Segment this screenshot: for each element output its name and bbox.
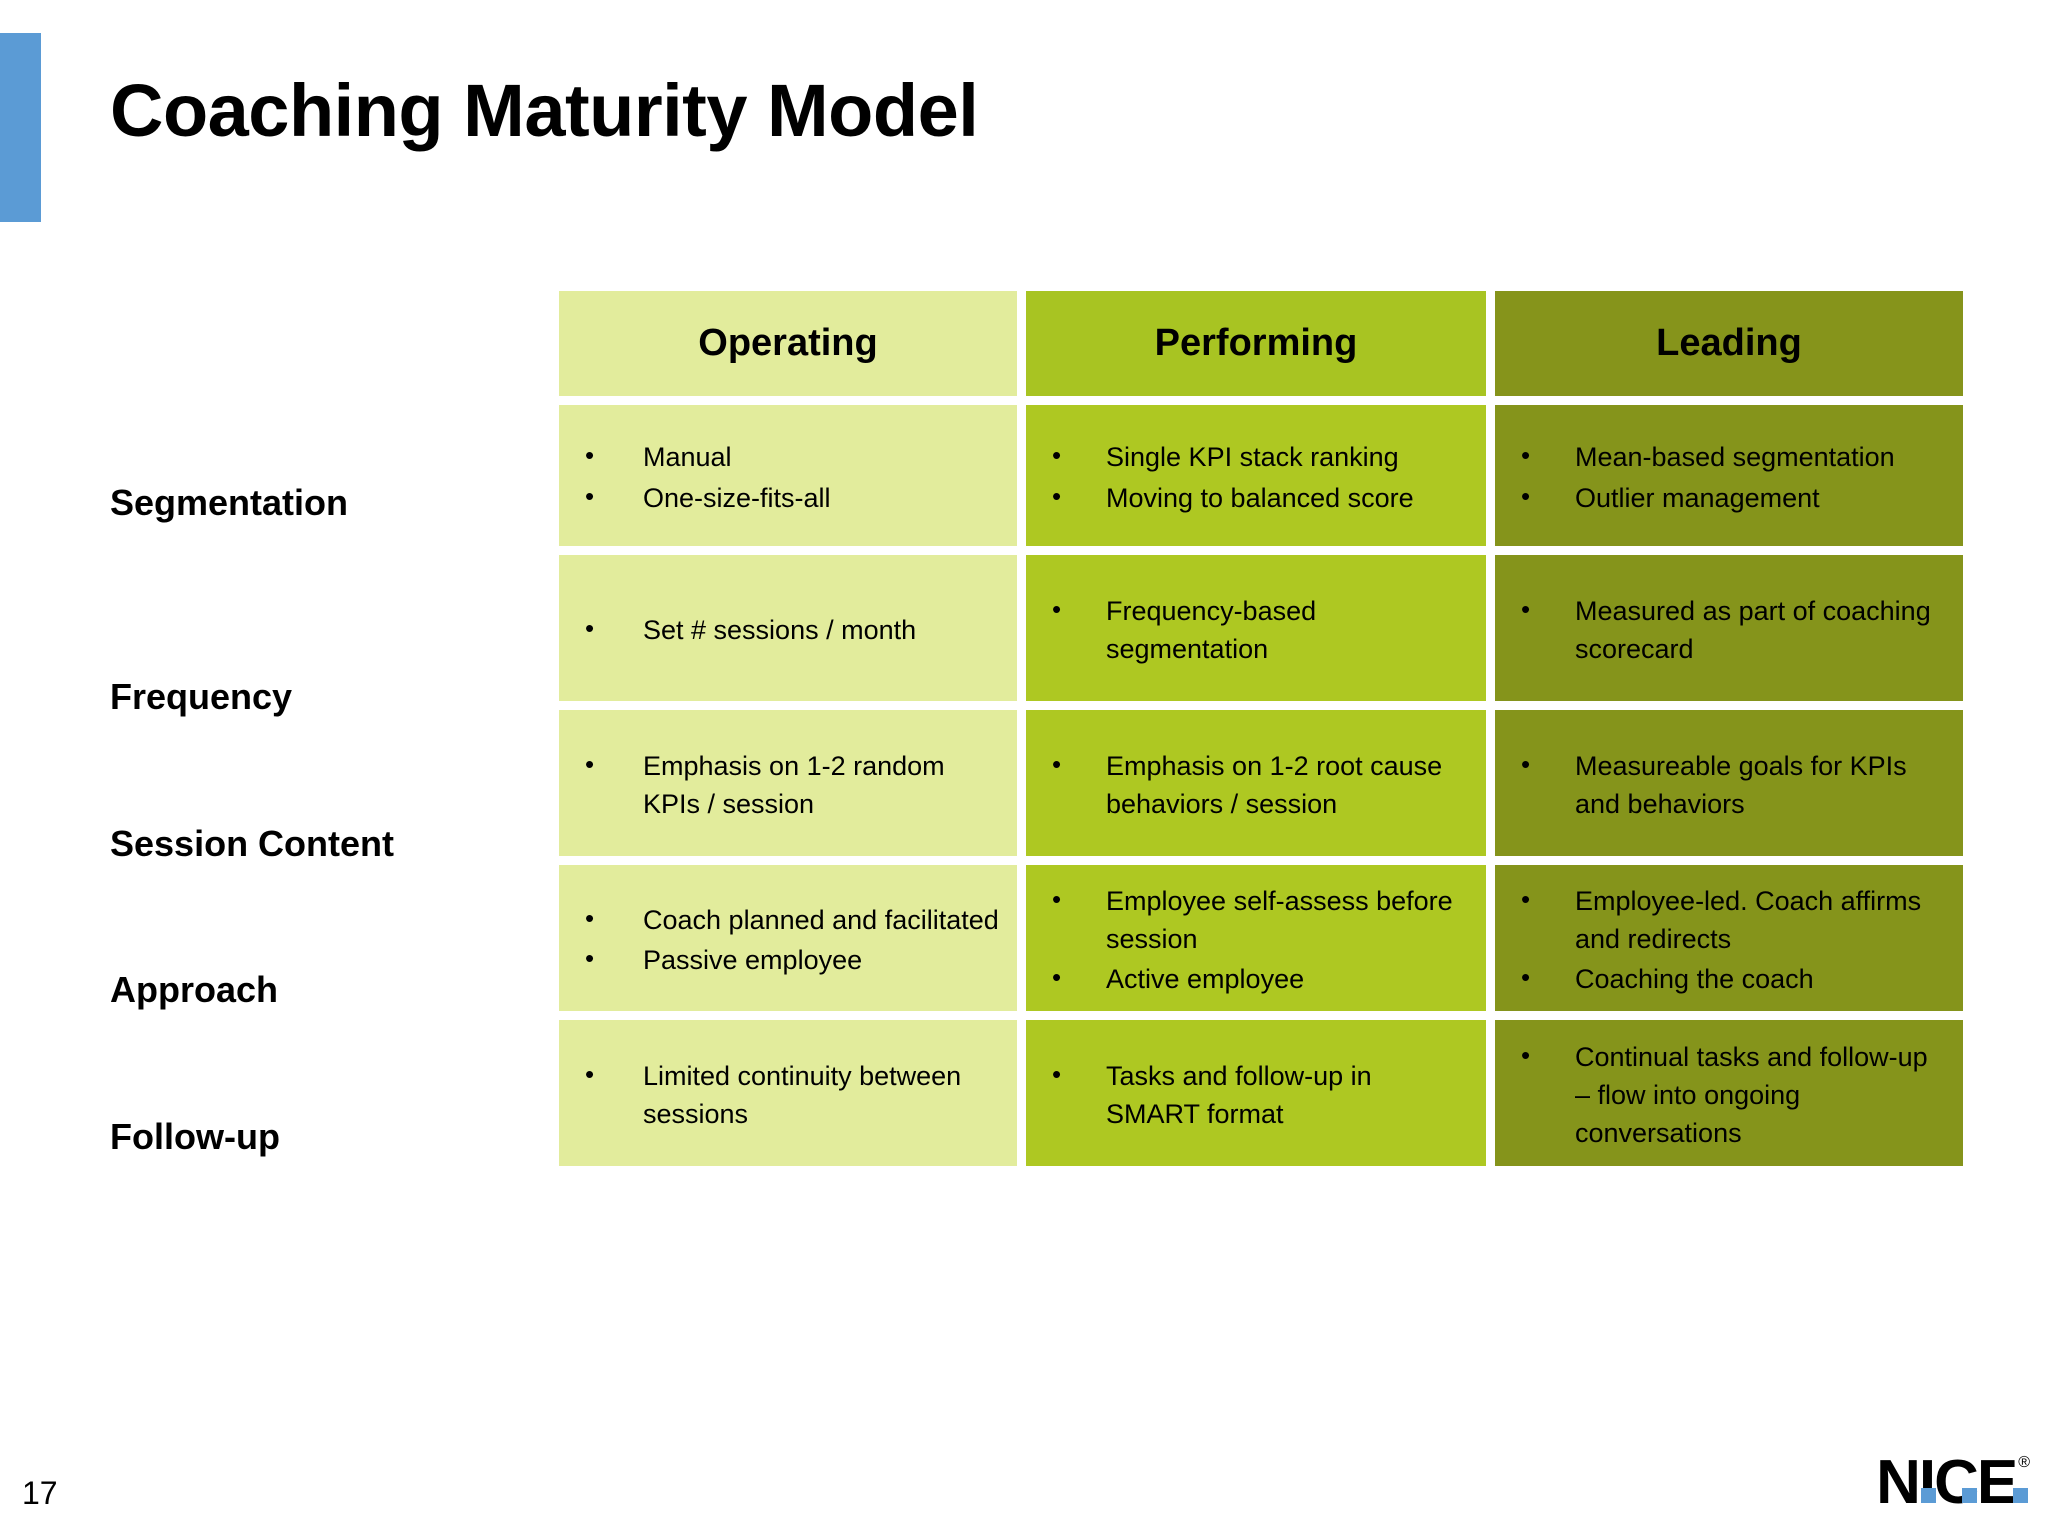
page-title: Coaching Maturity Model (110, 69, 979, 152)
nice-wordmark-label: NICE (1876, 1448, 2018, 1517)
bullet-list: Employee-led. Coach affirms and redirect… (1509, 881, 1949, 1001)
bullet-list: Set # sessions / month (573, 610, 1003, 651)
column-header-performing: Performing (1026, 291, 1486, 396)
row-label-segmentation: Segmentation (110, 482, 349, 523)
bullet-list: Emphasis on 1-2 root cause behaviors / s… (1040, 746, 1472, 826)
cell-segmentation-performing: Single KPI stack ranking Moving to balan… (1026, 405, 1486, 546)
nice-wordmark-text: NICE (1876, 1452, 2029, 1514)
maturity-matrix: Operating Performing Leading Manual One-… (559, 291, 1963, 1166)
nice-logo: NICE ® (1876, 1452, 2030, 1514)
bullet-list: Measureable goals for KPIs and behaviors (1509, 746, 1949, 826)
bullet-item: Moving to balanced score (1040, 477, 1472, 517)
cell-segmentation-leading: Mean-based segmentation Outlier manageme… (1495, 405, 1963, 546)
cell-approach-operating: Coach planned and facilitated Passive em… (559, 865, 1017, 1011)
column-header-operating: Operating (559, 291, 1017, 396)
bullet-item: Tasks and follow-up in SMART format (1040, 1056, 1472, 1134)
bullet-list: Employee self-assess before session Acti… (1040, 881, 1472, 1001)
bullet-item: Manual (573, 437, 1003, 476)
bullet-item: Continual tasks and follow-up – flow int… (1509, 1037, 1949, 1153)
cell-follow-up-leading: Continual tasks and follow-up – flow int… (1495, 1020, 1963, 1166)
matrix-row-approach: Coach planned and facilitated Passive em… (559, 865, 1963, 1011)
matrix-row-session-content: Emphasis on 1-2 random KPIs / session Em… (559, 710, 1963, 856)
bullet-item: Emphasis on 1-2 root cause behaviors / s… (1040, 746, 1472, 824)
bullet-item: Emphasis on 1-2 random KPIs / session (573, 746, 1003, 824)
column-header-label: Performing (1154, 322, 1358, 364)
cell-session-content-performing: Emphasis on 1-2 root cause behaviors / s… (1026, 710, 1486, 856)
matrix-row-segmentation: Manual One-size-fits-all Single KPI stac… (559, 405, 1963, 546)
bullet-list: Limited continuity between sessions (573, 1056, 1003, 1136)
bullet-item: Single KPI stack ranking (1040, 437, 1472, 476)
bullet-list: Manual One-size-fits-all (573, 437, 1003, 519)
bullet-item: One-size-fits-all (573, 477, 1003, 517)
bullet-item: Active employee (1040, 959, 1472, 998)
bullet-item: Measureable goals for KPIs and behaviors (1509, 746, 1949, 824)
bullet-item: Coach planned and facilitated (573, 900, 1003, 939)
row-label-frequency: Frequency (110, 676, 293, 717)
cell-frequency-leading: Measured as part of coaching scorecard (1495, 555, 1963, 701)
matrix-header-row: Operating Performing Leading (559, 291, 1963, 396)
column-header-leading: Leading (1495, 291, 1963, 396)
cell-follow-up-performing: Tasks and follow-up in SMART format (1026, 1020, 1486, 1166)
title-accent-bar (0, 33, 41, 222)
bullet-item: Mean-based segmentation (1509, 437, 1949, 476)
row-label-approach: Approach (110, 969, 279, 1010)
bullet-item: Outlier management (1509, 477, 1949, 517)
row-label-session-content: Session Content (110, 823, 395, 864)
logo-square-icon (1921, 1488, 1937, 1503)
cell-frequency-operating: Set # sessions / month (559, 555, 1017, 701)
bullet-item: Coaching the coach (1509, 959, 1949, 998)
logo-square-icon (2013, 1488, 2029, 1503)
cell-follow-up-operating: Limited continuity between sessions (559, 1020, 1017, 1166)
registered-trademark-icon: ® (2018, 1454, 2030, 1471)
bullet-item: Employee-led. Coach affirms and redirect… (1509, 881, 1949, 959)
bullet-item: Frequency-based segmentation (1040, 591, 1472, 669)
bullet-item: Set # sessions / month (573, 610, 1003, 649)
bullet-list: Measured as part of coaching scorecard (1509, 591, 1949, 671)
cell-approach-performing: Employee self-assess before session Acti… (1026, 865, 1486, 1011)
bullet-item: Passive employee (573, 940, 1003, 979)
bullet-list: Continual tasks and follow-up – flow int… (1509, 1037, 1949, 1155)
cell-frequency-performing: Frequency-based segmentation (1026, 555, 1486, 701)
column-header-label: Operating (698, 322, 878, 364)
bullet-list: Mean-based segmentation Outlier manageme… (1509, 437, 1949, 519)
matrix-row-frequency: Set # sessions / month Frequency-based s… (559, 555, 1963, 701)
bullet-list: Single KPI stack ranking Moving to balan… (1040, 437, 1472, 519)
cell-session-content-leading: Measureable goals for KPIs and behaviors (1495, 710, 1963, 856)
bullet-list: Tasks and follow-up in SMART format (1040, 1056, 1472, 1136)
bullet-list: Coach planned and facilitated Passive em… (573, 900, 1003, 982)
bullet-item: Employee self-assess before session (1040, 881, 1472, 959)
bullet-item: Limited continuity between sessions (573, 1056, 1003, 1134)
cell-segmentation-operating: Manual One-size-fits-all (559, 405, 1017, 546)
bullet-item: Measured as part of coaching scorecard (1509, 591, 1949, 669)
logo-square-icon (1962, 1488, 1978, 1503)
row-label-follow-up: Follow-up (110, 1116, 280, 1157)
cell-session-content-operating: Emphasis on 1-2 random KPIs / session (559, 710, 1017, 856)
matrix-row-follow-up: Limited continuity between sessions Task… (559, 1020, 1963, 1166)
page-number: 17 (22, 1475, 58, 1511)
cell-approach-leading: Employee-led. Coach affirms and redirect… (1495, 865, 1963, 1011)
bullet-list: Frequency-based segmentation (1040, 591, 1472, 671)
column-header-label: Leading (1656, 322, 1802, 364)
bullet-list: Emphasis on 1-2 random KPIs / session (573, 746, 1003, 826)
